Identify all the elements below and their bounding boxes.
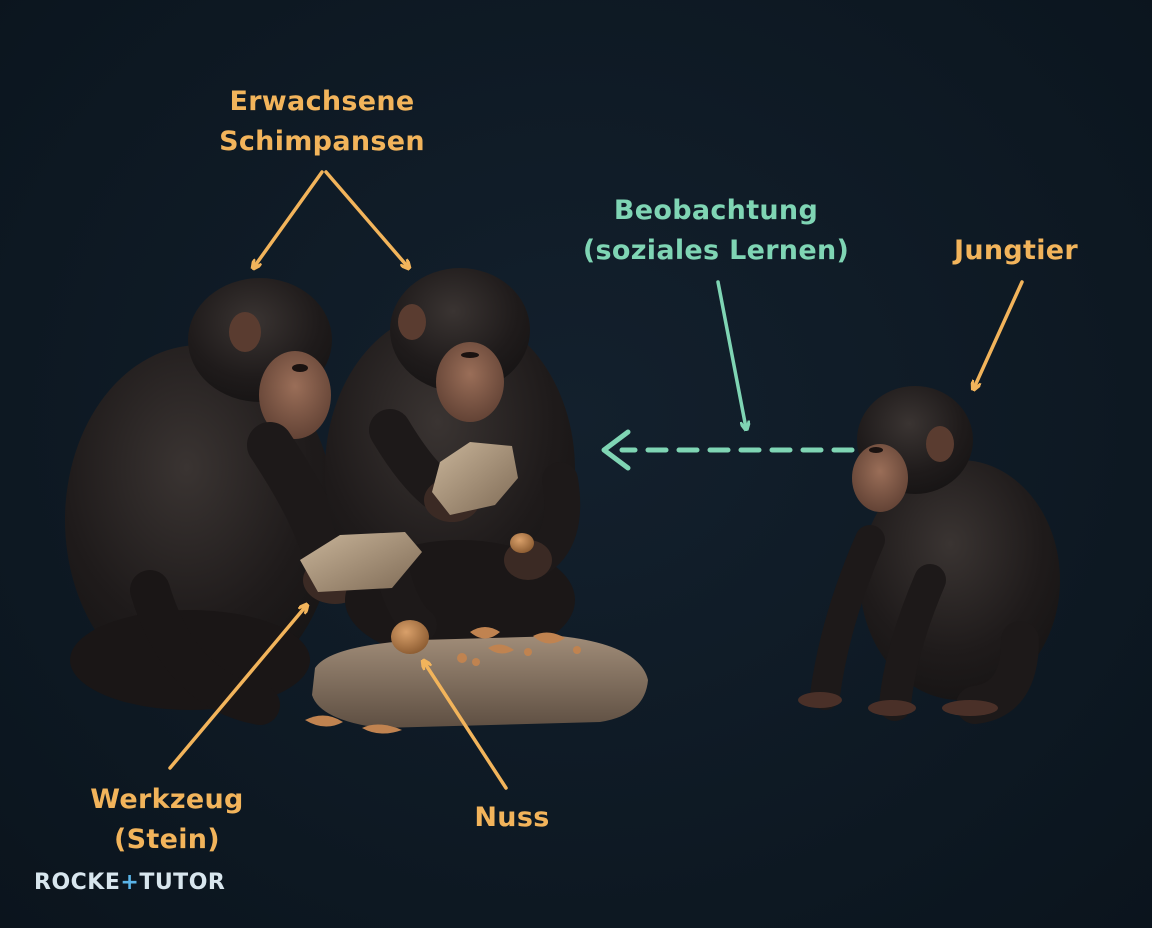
label-adult-chimpanzees-line2: Schimpansen — [219, 126, 425, 157]
observation-arrow-head — [601, 429, 631, 471]
label-adult-chimpanzees: Erwachsene Schimpansen — [192, 82, 452, 162]
arrow-nut — [424, 662, 508, 790]
label-young-animal-text: Jungtier — [953, 235, 1078, 266]
adult-chimpanzee-left — [65, 278, 367, 725]
arrows — [168, 170, 1024, 790]
label-tool-line1: Werkzeug — [90, 784, 244, 815]
anvil-rock — [312, 636, 648, 728]
nut-held — [510, 533, 534, 553]
label-observation-line1: Beobachtung — [613, 195, 819, 226]
stone-tool-lower — [300, 532, 422, 592]
stone-tool-upper — [432, 442, 518, 515]
arrow-observation-pointer — [716, 280, 746, 428]
label-observation: Beobachtung (soziales Lernen) — [566, 191, 866, 271]
logo-part1: ROCKE — [34, 870, 121, 895]
arrow-young — [974, 280, 1024, 388]
young-chimpanzee — [798, 386, 1060, 724]
nut — [391, 620, 429, 654]
label-nut-text: Nuss — [474, 802, 550, 833]
label-young-animal: Jungtier — [936, 231, 1096, 271]
logo-part3: TUTOR — [139, 870, 226, 895]
arrow-adults-right — [324, 170, 408, 267]
arrow-adults-left — [254, 170, 324, 267]
label-observation-line2: (soziales Lernen) — [582, 235, 850, 266]
label-tool-line2: (Stein) — [114, 824, 220, 855]
logo-plus: + — [120, 870, 140, 895]
nut-shells — [305, 627, 581, 734]
label-adult-chimpanzees-line1: Erwachsene — [229, 86, 415, 117]
label-nut: Nuss — [450, 798, 574, 838]
arrow-tool — [168, 606, 306, 770]
label-tool: Werkzeug (Stein) — [70, 780, 264, 860]
brand-logo: ROCKE+TUTOR — [34, 870, 225, 895]
